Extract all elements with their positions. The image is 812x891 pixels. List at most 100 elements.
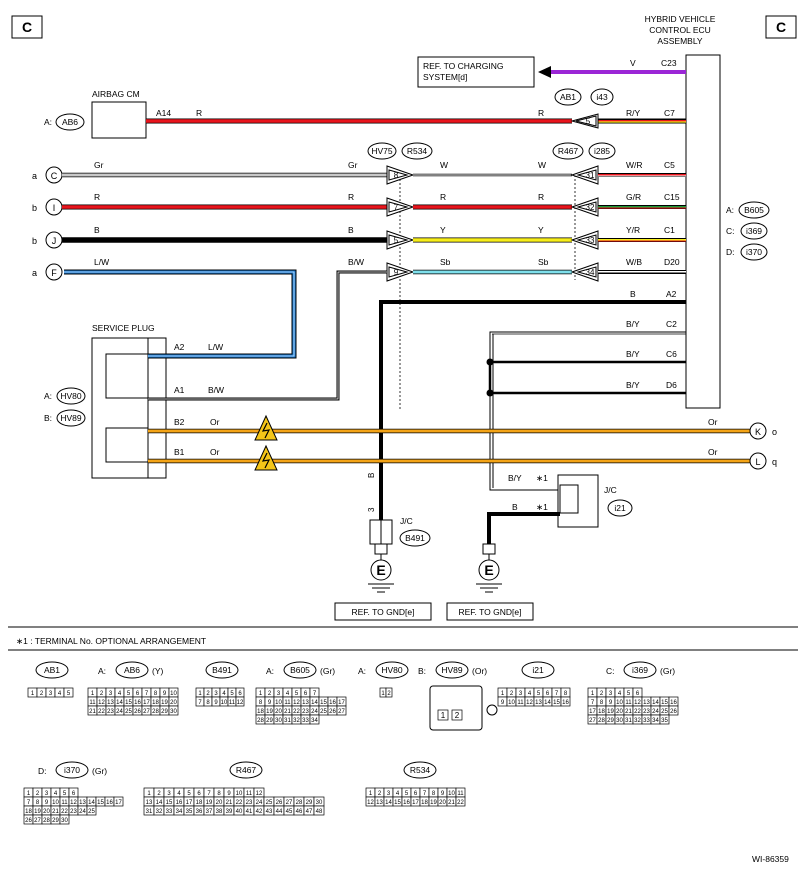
svg-text:B: B [512, 502, 518, 512]
svg-text:i369: i369 [746, 226, 762, 236]
pin-number: 34 [311, 718, 318, 724]
wire-color: B/W [348, 257, 364, 267]
pin-number: 13 [79, 800, 86, 806]
pin-number: 30 [616, 718, 623, 724]
svg-text:A1: A1 [174, 385, 185, 395]
wire-color: Y/R [626, 225, 640, 235]
connector-label: B: [418, 666, 426, 676]
wire-color: W [440, 160, 448, 170]
svg-text:q: q [772, 457, 777, 467]
svg-text:C7: C7 [664, 108, 675, 118]
pin-number: 8 [432, 791, 436, 797]
pin-number: 19 [206, 800, 213, 806]
pin-number: 27 [286, 800, 293, 806]
pin-number: 27 [34, 818, 41, 824]
pin-number: 3 [45, 791, 49, 797]
svg-text:C:: C: [726, 226, 735, 236]
pin-number: 10 [508, 700, 515, 706]
pin-number: 16 [176, 800, 183, 806]
pin-number: 32 [293, 718, 300, 724]
svg-text:C2: C2 [666, 319, 677, 329]
pin-number: 1 [27, 791, 31, 797]
pin-number: 12 [293, 700, 300, 706]
pin-number: 24 [652, 709, 659, 715]
wire-symbol: C [51, 171, 58, 181]
terminal-note: ∗1 : TERMINAL No. OPTIONAL ARRANGEMENT [16, 636, 206, 646]
wire-symbol: F [51, 268, 57, 278]
pin-number: 26 [134, 709, 141, 715]
pin-number: 12 [634, 700, 641, 706]
connector-name: AB6 [124, 665, 140, 675]
svg-text:A:: A: [44, 391, 52, 401]
pin-number: 13 [107, 700, 114, 706]
wire-prefix: b [32, 203, 37, 213]
svg-text:Or: Or [210, 417, 220, 427]
pin-number: 18 [598, 709, 605, 715]
pin-number: 2 [378, 791, 382, 797]
pin-number: 33 [166, 809, 173, 815]
pin-number: 15 [125, 700, 132, 706]
svg-text:HYBRID VEHICLE: HYBRID VEHICLE [645, 14, 716, 24]
pin-number: 1 [369, 791, 373, 797]
pin-number: 17 [186, 800, 193, 806]
pin-number: 20 [439, 800, 446, 806]
pin-number: 12 [367, 800, 374, 806]
pin-number: 3 [609, 691, 613, 697]
pin-number: 29 [266, 718, 273, 724]
pin-number: 17 [115, 800, 122, 806]
orange-outputs: Or Or K o L q [148, 414, 777, 471]
connector-tag-i285: i285 [588, 142, 616, 160]
pin-number: 3 [519, 691, 523, 697]
pin-number: 9 [214, 700, 218, 706]
svg-text:AB6: AB6 [62, 117, 78, 127]
pin-number: 13 [146, 800, 153, 806]
pin-number: 19 [266, 709, 273, 715]
svg-text:HV75: HV75 [371, 146, 393, 156]
jc-i21: J/C i21 B/Y ∗1 B ∗1 E REF. TO GND[e] [446, 473, 633, 621]
pin-number: 7 [198, 700, 202, 706]
pin-number: 9 [501, 700, 505, 706]
pin-number: 25 [266, 800, 273, 806]
pin-number: 4 [58, 691, 62, 697]
pin-number: 23 [302, 709, 309, 715]
pin-number: 17 [143, 700, 150, 706]
connector-color: (Or) [472, 666, 487, 676]
pin-number: 24 [79, 809, 86, 815]
pin-number: 6 [238, 691, 242, 697]
pin-number: 13 [302, 700, 309, 706]
pin-number: 18 [196, 800, 203, 806]
pin-number: 28 [257, 718, 264, 724]
pin-number: 3 [167, 791, 171, 797]
pin-number: 45 [286, 809, 293, 815]
pin-number: 4 [222, 691, 226, 697]
svg-text:R: R [196, 108, 202, 118]
connector-label: A: [266, 666, 274, 676]
pin-number: 21 [89, 709, 96, 715]
pin-number: 27 [338, 709, 345, 715]
pin-number: 22 [293, 709, 300, 715]
svg-text:HV89: HV89 [60, 413, 82, 423]
pin-number: 29 [306, 800, 313, 806]
svg-text:B/Y: B/Y [508, 473, 522, 483]
pin-number: 12 [98, 700, 105, 706]
pin-number: 8 [259, 700, 263, 706]
pin-number: 7 [27, 800, 31, 806]
connector-name: i370 [64, 765, 80, 775]
connector-name: B605 [290, 665, 310, 675]
svg-text:i43: i43 [596, 92, 608, 102]
wire-prefix: b [32, 236, 37, 246]
pin-number: 13 [643, 700, 650, 706]
pin-number: 33 [586, 236, 595, 245]
pin-number: 5 [63, 791, 67, 797]
connector-color: (Gr) [320, 666, 335, 676]
pin-number: 20 [170, 700, 177, 706]
pin-number: 33 [302, 718, 309, 724]
